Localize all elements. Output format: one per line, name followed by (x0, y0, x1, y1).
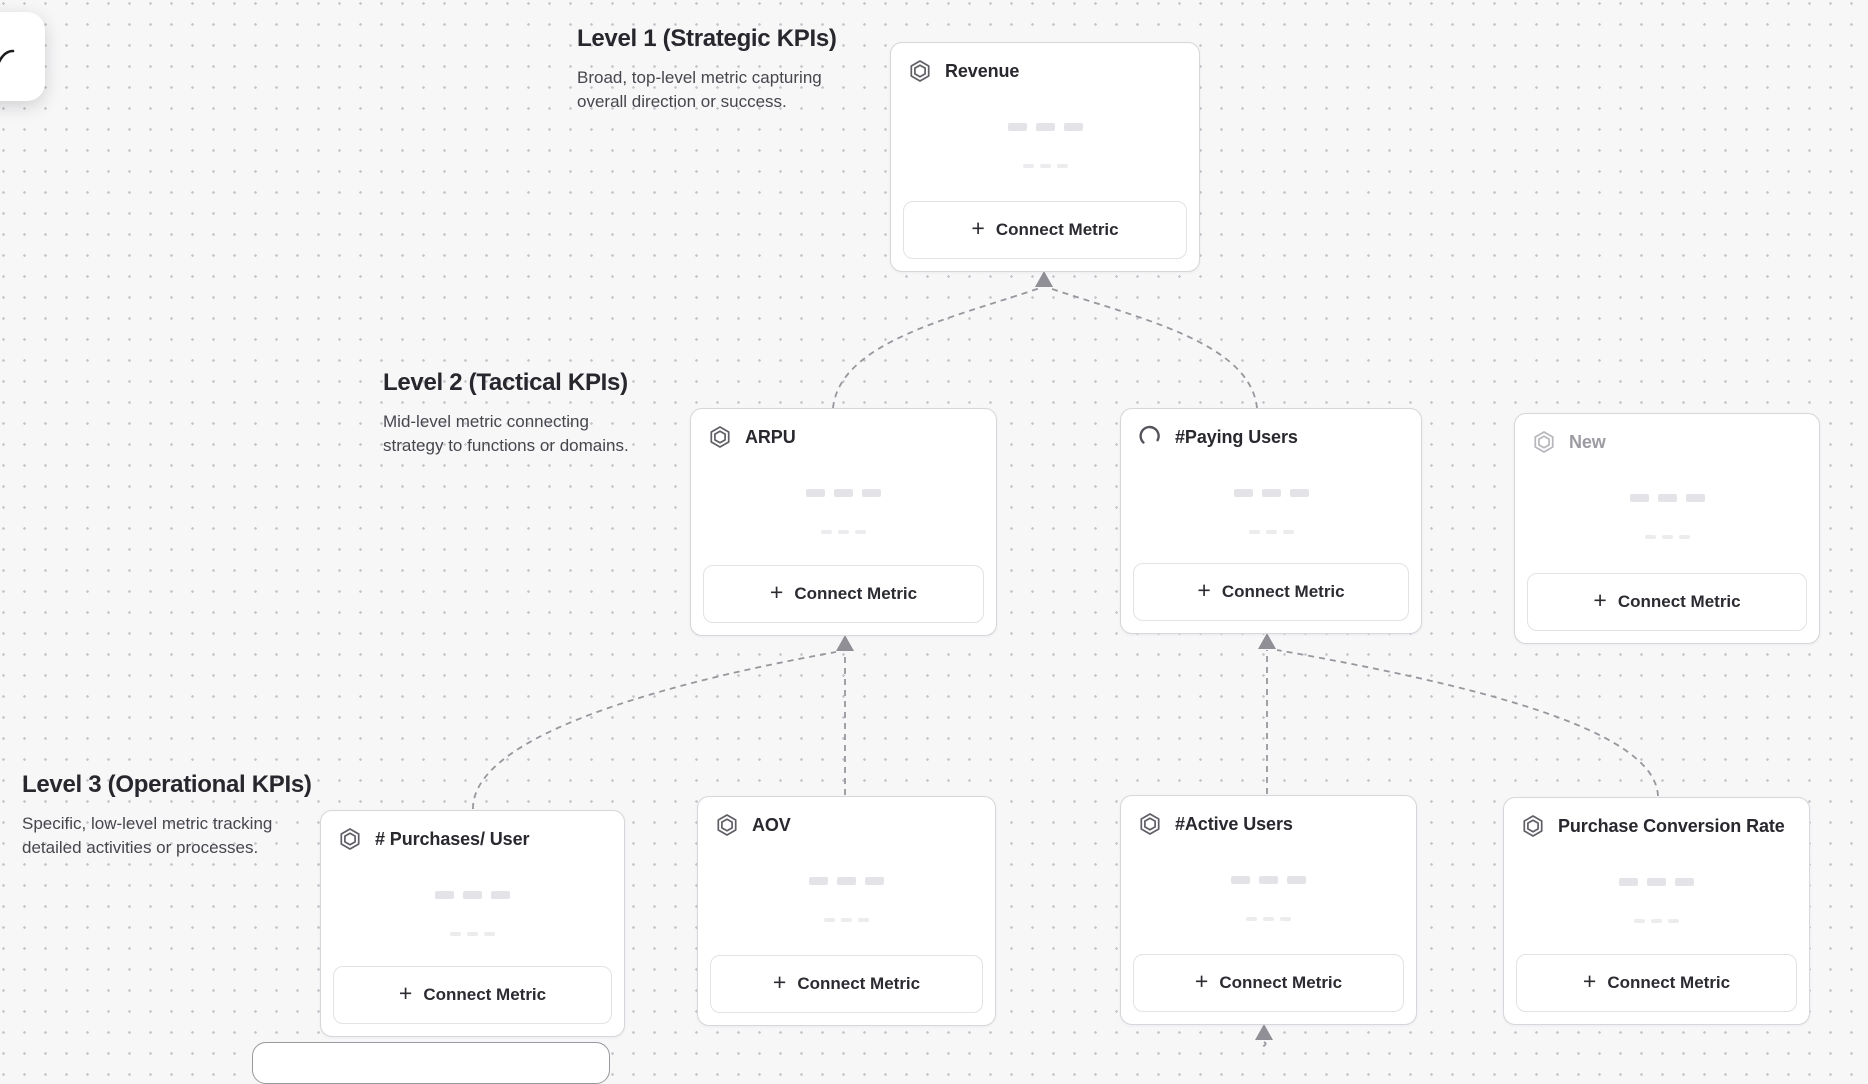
section-label-level-1: Level 1 (Strategic KPIs) Broad, top-leve… (577, 25, 849, 114)
metric-card-purchase-conversion-rate[interactable]: Purchase Conversion Rate + Connect Metri… (1503, 797, 1810, 1025)
metric-skeleton-row (1121, 917, 1416, 921)
card-header: #Active Users (1121, 796, 1416, 852)
metric-skeleton-row (698, 918, 995, 922)
plus-icon: + (1593, 587, 1607, 613)
card-title: New (1569, 431, 1606, 452)
edge-pcr-to-paying (1276, 649, 1659, 797)
metric-skeleton-row (1504, 919, 1809, 923)
section-description: Broad, top-level metric capturing overal… (577, 68, 822, 112)
cursor-stroke-icon (0, 49, 15, 63)
edge-arpu-to-revenue (832, 287, 1041, 409)
edge-offscreen-to-active (1260, 1041, 1267, 1048)
card-title: Purchase Conversion Rate (1558, 815, 1785, 836)
plus-icon: + (1197, 577, 1211, 603)
card-title: ARPU (745, 426, 796, 447)
metric-skeleton-row (891, 123, 1199, 131)
connect-metric-label: Connect Metric (995, 220, 1119, 239)
card-header: # Purchases/ User (321, 811, 624, 867)
spinner-icon (1138, 425, 1162, 449)
metric-card-active-users[interactable]: #Active Users + Connect Metric (1120, 795, 1417, 1025)
card-header: ARPU (691, 409, 996, 465)
metric-skeleton-row (1515, 535, 1819, 539)
plus-icon: + (971, 215, 985, 241)
arrowhead-into-arpu (836, 635, 854, 651)
hexagon-icon (708, 425, 732, 449)
plus-icon: + (398, 980, 413, 1006)
connect-metric-button[interactable]: + Connect Metric (1527, 573, 1807, 631)
metric-skeleton-row (691, 489, 996, 497)
connect-metric-button[interactable]: + Connect Metric (1133, 563, 1409, 621)
section-heading: Level 3 (Operational KPIs) (22, 771, 312, 798)
metric-card-revenue[interactable]: Revenue + Connect Metric (890, 42, 1200, 272)
connect-metric-button[interactable]: + Connect Metric (710, 955, 983, 1013)
arrowhead-into-paying (1258, 633, 1276, 649)
section-heading: Level 2 (Tactical KPIs) (383, 369, 628, 396)
card-title: #Paying Users (1175, 426, 1298, 447)
connect-metric-label: Connect Metric (1607, 973, 1731, 992)
card-header: New (1515, 414, 1819, 470)
metric-card-aov[interactable]: AOV + Connect Metric (697, 796, 996, 1026)
plus-icon: + (1582, 968, 1597, 994)
metric-skeleton-row (321, 891, 624, 899)
hexagon-icon (338, 827, 362, 851)
metric-card-purchases-per-user[interactable]: # Purchases/ User + Connect Metric (320, 810, 625, 1037)
hexagon-icon (1521, 814, 1545, 838)
metric-skeleton-row (698, 877, 995, 885)
metric-skeleton-row (691, 530, 996, 534)
metric-skeleton-row (1515, 494, 1819, 502)
connect-metric-button[interactable]: + Connect Metric (1133, 954, 1404, 1012)
hexagon-icon (1532, 430, 1556, 454)
section-label-level-2: Level 2 (Tactical KPIs) Mid-level metric… (383, 369, 645, 458)
connect-metric-label: Connect Metric (1617, 592, 1741, 611)
edge-purchases-to-arpu (472, 651, 837, 810)
arrowhead-into-active (1255, 1024, 1273, 1040)
connect-metric-label: Connect Metric (797, 974, 921, 993)
section-label-level-3: Level 3 (Operational KPIs) Specific, low… (22, 771, 312, 860)
card-title: #Active Users (1175, 813, 1293, 834)
metric-skeleton-row (1121, 530, 1421, 534)
card-header: #Paying Users (1121, 409, 1421, 465)
card-title: AOV (752, 814, 791, 835)
metric-card-arpu[interactable]: ARPU + Connect Metric (690, 408, 997, 636)
plus-icon: + (772, 969, 787, 995)
section-description: Specific, low-level metric tracking deta… (22, 814, 273, 858)
card-header: AOV (698, 797, 995, 853)
connect-metric-button[interactable]: + Connect Metric (703, 565, 984, 623)
metric-card-paying-users[interactable]: #Paying Users + Connect Metric (1120, 408, 1422, 634)
metric-skeleton-row (891, 164, 1199, 168)
metric-skeleton-row (1121, 489, 1421, 497)
metric-skeleton-row (1121, 876, 1416, 884)
metric-skeleton-row (321, 932, 624, 936)
card-title: Revenue (945, 60, 1020, 81)
connect-metric-label: Connect Metric (423, 985, 547, 1004)
connect-metric-button[interactable]: + Connect Metric (1516, 954, 1797, 1012)
section-description: Mid-level metric connecting strategy to … (383, 412, 629, 456)
arrowhead-into-revenue (1035, 271, 1053, 287)
hexagon-icon (908, 59, 932, 83)
hexagon-icon (1138, 812, 1162, 836)
connect-metric-label: Connect Metric (1221, 582, 1345, 601)
edge-paying-to-revenue (1048, 287, 1258, 409)
card-header: Revenue (891, 43, 1199, 99)
card-title: # Purchases/ User (375, 828, 530, 849)
connect-metric-button[interactable]: + Connect Metric (903, 201, 1187, 259)
connect-metric-label: Connect Metric (1219, 973, 1343, 992)
section-heading: Level 1 (Strategic KPIs) (577, 25, 837, 52)
hexagon-icon (715, 813, 739, 837)
plus-icon: + (769, 579, 784, 605)
metric-skeleton-row (1504, 878, 1809, 886)
connect-metric-label: Connect Metric (794, 584, 918, 603)
plus-icon: + (1194, 968, 1209, 994)
partial-metric-card[interactable] (252, 1042, 610, 1084)
connect-metric-button[interactable]: + Connect Metric (333, 966, 612, 1024)
floating-toolbar[interactable] (0, 12, 45, 101)
card-header: Purchase Conversion Rate (1504, 798, 1809, 854)
metric-card-new[interactable]: New + Connect Metric (1514, 413, 1820, 644)
